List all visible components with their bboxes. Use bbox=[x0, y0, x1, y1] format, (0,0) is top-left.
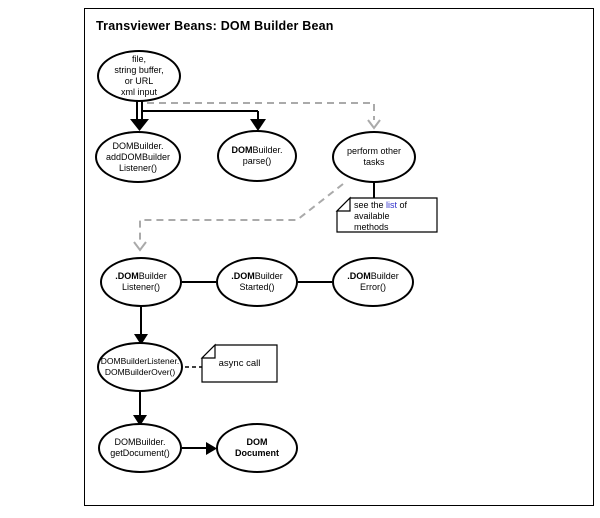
node-adddombuilderlistener: DOMBuilder. addDOMBuilder Listener() bbox=[95, 131, 181, 183]
node-parse: DOMBuilder. parse() bbox=[217, 130, 297, 182]
node-getdocument: DOMBuilder. getDocument() bbox=[98, 423, 182, 473]
dashed-input-to-perform bbox=[147, 102, 375, 120]
node-xml-input: file, string buffer, or URL xml input bbox=[97, 50, 181, 102]
note-fold-methods bbox=[335, 196, 351, 212]
arrowhead-domdocument bbox=[206, 442, 217, 455]
node-perform-other-tasks: perform other tasks bbox=[332, 131, 416, 183]
node-dombuilderover: DOMBuilderListener. DOMBuilderOver() bbox=[97, 342, 183, 392]
dashed-perform-to-listener bbox=[139, 183, 344, 243]
note-methods-text: see the list of available methods bbox=[354, 200, 408, 232]
dashed-arrowhead-perform bbox=[367, 119, 381, 130]
note-async-text: async call bbox=[218, 358, 261, 369]
diagram-title: Transviewer Beans: DOM Builder Bean bbox=[96, 19, 334, 33]
list-link[interactable]: list bbox=[386, 200, 398, 210]
arrowhead-addlistener bbox=[130, 119, 149, 131]
node-dombuilder-started: .DOMBuilder Started() bbox=[216, 257, 298, 307]
arrowhead-over bbox=[134, 334, 148, 345]
node-dom-document: DOM Document bbox=[216, 423, 298, 473]
note-fold-async bbox=[200, 343, 216, 359]
arrowhead-parse bbox=[250, 119, 266, 131]
dashed-arrowhead-listener bbox=[133, 241, 147, 252]
node-dombuilder-error: .DOMBuilder Error() bbox=[332, 257, 414, 307]
node-dombuilder-listener: .DOMBuilder Listener() bbox=[100, 257, 182, 307]
arrowhead-getdocument bbox=[133, 415, 147, 426]
